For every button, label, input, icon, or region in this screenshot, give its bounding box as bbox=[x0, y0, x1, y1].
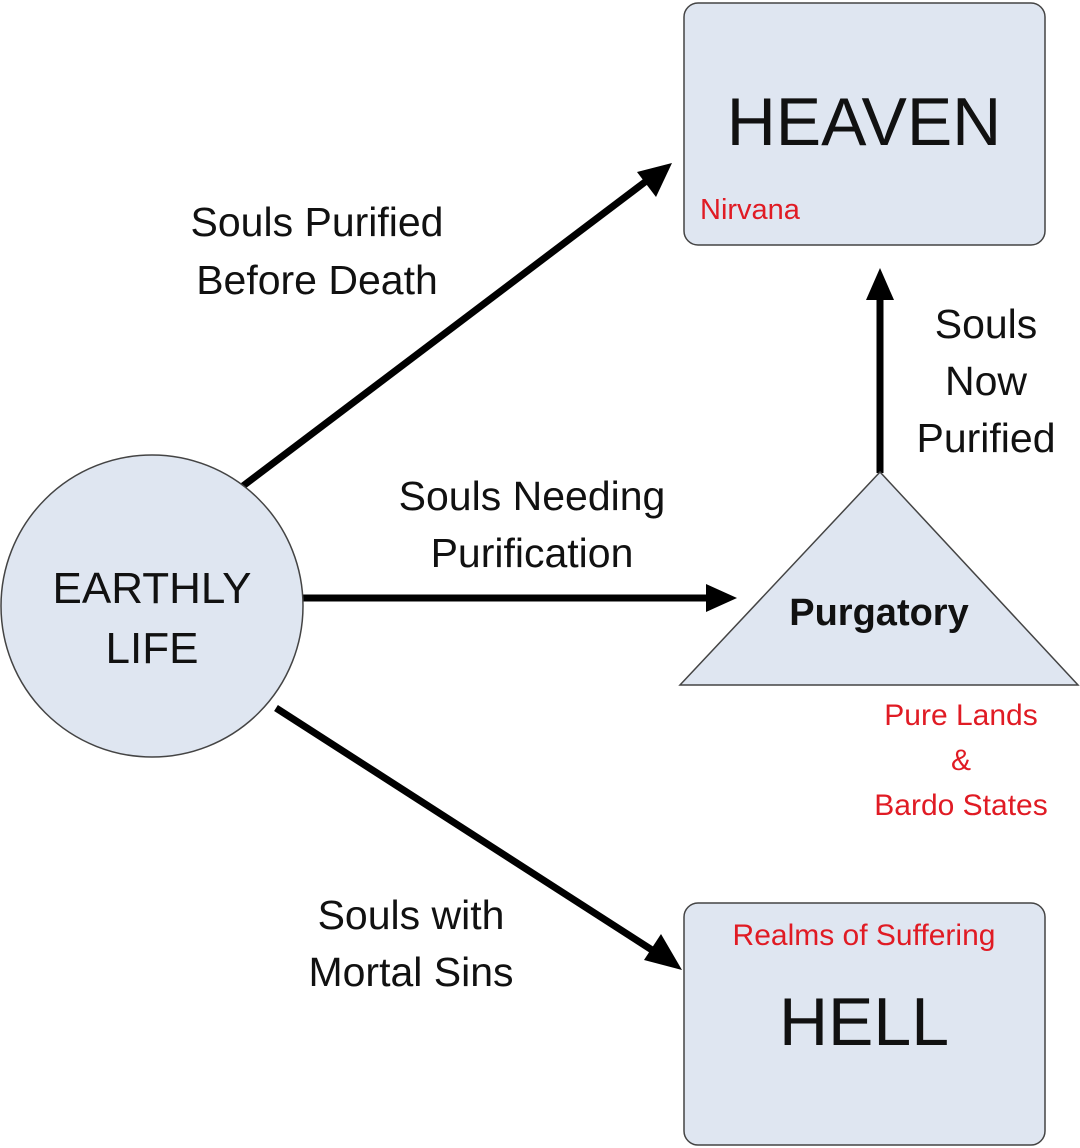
purgatory-alt-line3: Bardo States bbox=[874, 789, 1047, 822]
arrow-purgatory-to-heaven bbox=[866, 268, 894, 473]
heaven-alt-label: Nirvana bbox=[700, 194, 801, 226]
purgatory-alt-line1: Pure Lands bbox=[884, 699, 1037, 732]
edge-label-to-purgatory-line1: Souls Needing bbox=[399, 473, 666, 519]
earthly-life-line2: LIFE bbox=[106, 624, 199, 673]
edge-label-to-hell: Souls with Mortal Sins bbox=[308, 892, 513, 995]
purgatory-node: Purgatory Pure Lands & Bardo States bbox=[678, 470, 1080, 822]
arrow-to-hell bbox=[274, 705, 682, 970]
edge-label-purgatory-to-heaven: Souls Now Purified bbox=[916, 301, 1055, 461]
hell-title: HELL bbox=[779, 984, 949, 1060]
hell-node: Realms of Suffering HELL bbox=[683, 902, 1046, 1146]
earthly-life-line1: EARTHLY bbox=[53, 564, 252, 613]
earthly-life-node: EARTHLY LIFE bbox=[0, 454, 304, 758]
edge-label-to-heaven-line2: Before Death bbox=[196, 257, 438, 303]
heaven-title: HEAVEN bbox=[727, 84, 1002, 160]
heaven-box bbox=[683, 2, 1046, 246]
arrow-to-heaven bbox=[232, 163, 672, 495]
heaven-node: HEAVEN Nirvana bbox=[683, 2, 1046, 246]
edge-label-to-hell-line2: Mortal Sins bbox=[308, 949, 513, 995]
edge-label-now-purified-line2: Now bbox=[945, 358, 1027, 404]
earthly-life-circle bbox=[0, 454, 304, 758]
purgatory-triangle bbox=[678, 470, 1080, 686]
edge-label-to-purgatory-line2: Purification bbox=[431, 530, 634, 576]
hell-alt-label: Realms of Suffering bbox=[733, 919, 996, 952]
hell-box bbox=[683, 902, 1046, 1146]
edge-label-to-heaven-line1: Souls Purified bbox=[191, 199, 444, 245]
purgatory-alt-line2: & bbox=[951, 744, 971, 777]
edge-label-to-purgatory: Souls Needing Purification bbox=[399, 473, 666, 576]
arrow-to-purgatory bbox=[300, 584, 737, 612]
edge-label-now-purified-line3: Purified bbox=[916, 415, 1055, 461]
edge-label-to-hell-line1: Souls with bbox=[318, 892, 505, 938]
edge-label-to-heaven: Souls Purified Before Death bbox=[191, 199, 444, 303]
purgatory-title: Purgatory bbox=[789, 592, 968, 634]
edge-label-now-purified-line1: Souls bbox=[935, 301, 1038, 347]
